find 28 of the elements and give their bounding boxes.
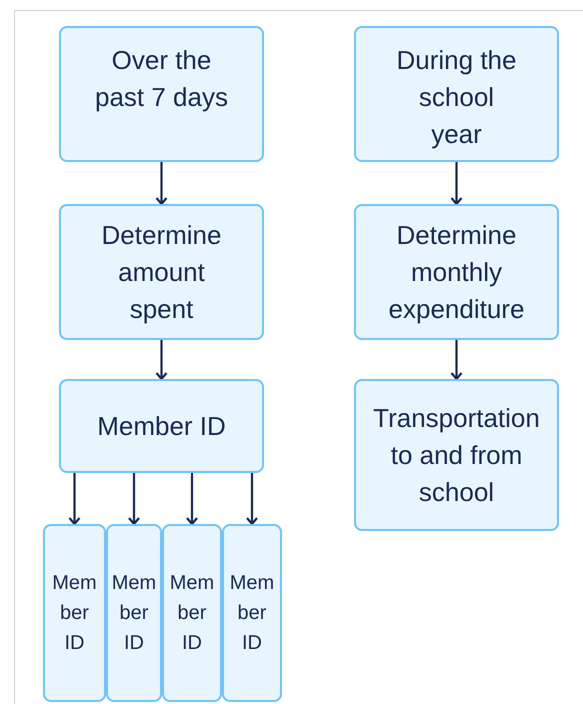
arrow: [68, 473, 81, 526]
process-box: [354, 379, 559, 531]
process-box: [354, 26, 559, 162]
box-label: Determine amount spent: [100, 218, 222, 326]
arrow: [155, 340, 168, 380]
box-label: Member ID: [112, 571, 156, 656]
arrow: [128, 473, 140, 526]
box-label: Transportation to and from school: [372, 402, 541, 508]
box-label: Member ID: [230, 571, 274, 656]
arrow: [155, 162, 168, 206]
process-box: [59, 26, 264, 162]
process-box: [43, 524, 106, 702]
box-label: Member ID: [96, 410, 227, 442]
process-box: [59, 204, 264, 340]
box-label: During the school year: [396, 44, 518, 151]
arrow: [450, 162, 463, 206]
process-box: [222, 524, 282, 702]
arrow: [450, 340, 463, 380]
process-box: [354, 204, 559, 340]
arrow: [246, 473, 258, 526]
box-label: Member ID: [52, 571, 97, 656]
arrow: [186, 473, 198, 526]
process-box: [106, 524, 162, 702]
process-box: [59, 379, 264, 473]
process-box: [162, 524, 222, 702]
box-label: Member ID: [170, 571, 214, 656]
box-label: Determine monthly expenditure: [388, 218, 526, 326]
box-label: Over the past 7 days: [94, 44, 229, 114]
